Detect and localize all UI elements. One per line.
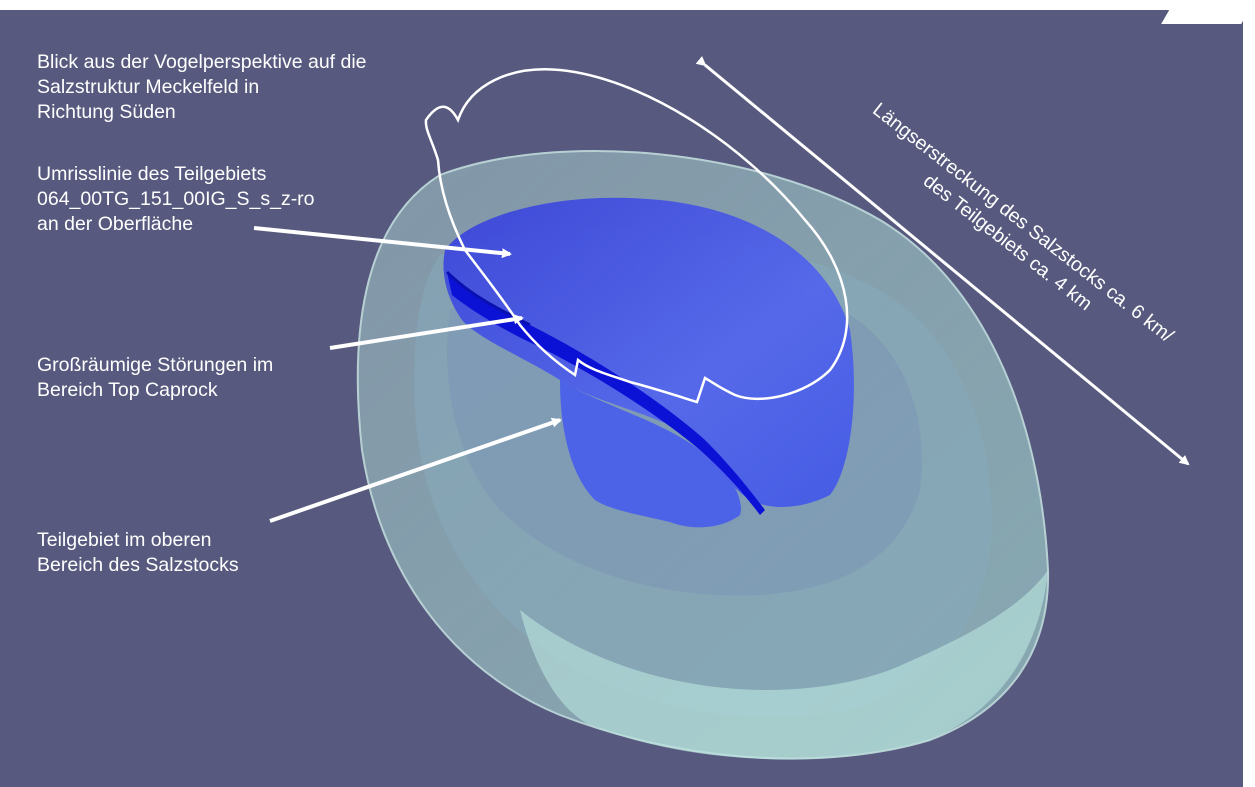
outline-label: Umrisslinie des Teilgebiets 064_00TG_151… xyxy=(37,163,315,235)
arrow-outline xyxy=(253,226,512,259)
view-description-label: Blick aus der Vogelperspektive auf die S… xyxy=(37,51,367,123)
subarea-lower-lobe xyxy=(560,380,741,528)
arrow-subarea xyxy=(269,417,562,523)
extent-arrow xyxy=(695,56,1190,466)
salt-dome-lower-band xyxy=(520,570,1048,760)
subarea-label: Teilgebiet im oberen Bereich des Salzsto… xyxy=(37,529,239,576)
3d-viewport: Blick aus der Vogelperspektive auf die S… xyxy=(0,10,1243,787)
arrow-faults xyxy=(329,314,524,350)
faults-label: Großräumige Störungen im Bereich Top Cap… xyxy=(37,354,274,401)
corner-cut xyxy=(1161,0,1255,24)
salt-structure-scene xyxy=(253,56,1190,760)
